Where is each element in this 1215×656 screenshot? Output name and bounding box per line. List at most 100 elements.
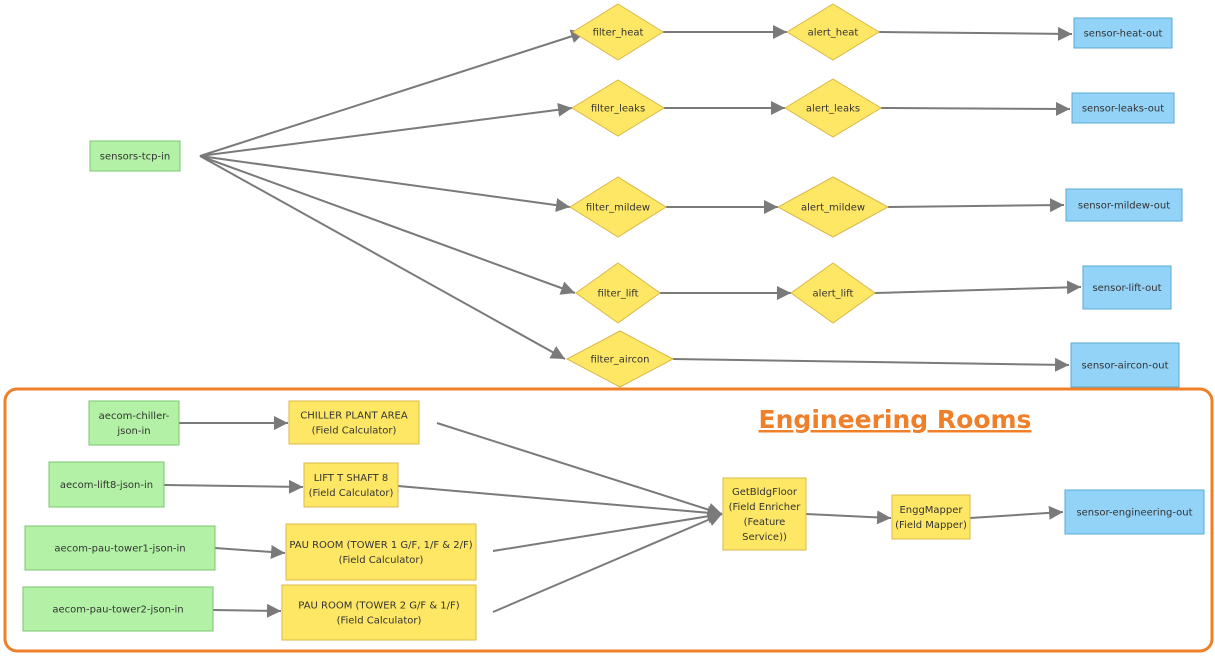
node-sensors-tcp-in[interactable]: sensors-tcp-in bbox=[89, 140, 181, 172]
node-label-line: sensor-leaks-out bbox=[1082, 104, 1164, 115]
node-label-line: Service)) bbox=[742, 532, 787, 543]
node-label-line: GetBldgFloor bbox=[732, 487, 798, 498]
node-label-line: CHILLER PLANT AREA bbox=[300, 411, 408, 422]
edge-sensors-tcp-in-to-filter-leaks bbox=[199, 102, 573, 157]
node-filter-leaks[interactable]: filter_leaks bbox=[571, 79, 665, 137]
node-get-bldg-floor[interactable]: GetBldgFloor (Field Enricher (FeatureServi… bbox=[722, 477, 807, 551]
node-filter-lift[interactable]: filter_lift bbox=[575, 262, 661, 324]
node-label-line: sensor-lift-out bbox=[1092, 283, 1161, 294]
node-filter-aircon[interactable]: filter_aircon bbox=[565, 330, 675, 388]
edge-lift-t-shaft-8-to-get-bldg-floor bbox=[397, 485, 723, 520]
node-label-line: LIFT T SHAFT 8 bbox=[314, 473, 389, 484]
edge-pau-room-tower1-to-get-bldg-floor bbox=[492, 509, 723, 552]
node-label-line: sensor-aircon-out bbox=[1081, 361, 1168, 372]
box-shape bbox=[89, 140, 181, 172]
node-alert-mildew[interactable]: alert_mildew bbox=[776, 176, 890, 238]
edge-sensors-tcp-in-to-filter-mildew bbox=[199, 155, 571, 213]
box-shape bbox=[22, 586, 214, 632]
node-sensor-leaks-out[interactable]: sensor-leaks-out bbox=[1071, 92, 1175, 124]
box-shape bbox=[1070, 342, 1180, 388]
node-sensor-lift-out[interactable]: sensor-lift-out bbox=[1082, 265, 1172, 310]
node-pau-room-tower1[interactable]: PAU ROOM (TOWER 1 G/F, 1/F & 2/F)(Field … bbox=[285, 523, 477, 581]
box-shape bbox=[1064, 489, 1205, 535]
edge-chiller-plant-area-to-get-bldg-floor bbox=[436, 422, 723, 517]
nodes-layer: sensors-tcp-in filter_heat filter_leaksfil… bbox=[22, 3, 1205, 641]
edge-get-bldg-floor-to-engg-mapper bbox=[805, 510, 892, 525]
node-label-line: alert_lift bbox=[813, 289, 854, 300]
node-label-line: sensor-heat-out bbox=[1084, 29, 1163, 40]
box-shape bbox=[285, 523, 477, 581]
edge-alert-heat-to-sensor-heat-out bbox=[878, 26, 1073, 41]
edge-alert-lift-to-sensor-lift-out bbox=[874, 280, 1082, 295]
node-label-line: PAU ROOM (TOWER 2 G/F & 1/F) bbox=[298, 601, 459, 612]
node-aecom-chiller-json-in[interactable]: aecom-chiller-json-in bbox=[88, 400, 180, 446]
node-label-line: (Field Calculator) bbox=[309, 488, 394, 499]
diamond-shape bbox=[565, 330, 675, 388]
node-label-line: aecom-pau-tower2-json-in bbox=[52, 605, 183, 616]
diamond-shape bbox=[784, 78, 882, 138]
box-shape bbox=[1082, 265, 1172, 310]
node-label-line: filter_heat bbox=[593, 28, 644, 39]
node-alert-heat[interactable]: alert_heat bbox=[786, 3, 880, 61]
diamond-shape bbox=[571, 79, 665, 137]
edge-alert-mildew-to-sensor-mildew-out bbox=[887, 198, 1065, 213]
diamond-shape bbox=[790, 262, 876, 324]
diamond-shape bbox=[776, 176, 890, 238]
box-shape bbox=[288, 400, 420, 445]
node-lift-t-shaft-8[interactable]: LIFT T SHAFT 8 (Field Calculator) bbox=[303, 462, 399, 508]
node-label-line: (Field Enricher bbox=[729, 502, 802, 513]
node-aecom-lift8-json-in[interactable]: aecom-lift8-json-in bbox=[48, 461, 165, 508]
node-label-line: alert_leaks bbox=[806, 104, 860, 115]
node-label-line: sensor-engineering-out bbox=[1076, 508, 1192, 519]
edge-aecom-lift8-json-in-to-lift-t-shaft-8 bbox=[163, 479, 304, 494]
edge-aecom-pau-tower2-json-in-to-pau-room-tower2 bbox=[212, 603, 282, 618]
box-shape bbox=[48, 461, 165, 508]
edge-sensors-tcp-in-to-filter-lift bbox=[199, 155, 576, 295]
diamond-shape bbox=[786, 3, 880, 61]
node-aecom-pau-tower2-json-in[interactable]: aecom-pau-tower2-json-in bbox=[22, 586, 214, 632]
node-filter-mildew[interactable]: filter_mildew bbox=[569, 176, 667, 238]
box-shape bbox=[722, 477, 807, 551]
node-alert-leaks[interactable]: alert_leaks bbox=[784, 78, 882, 138]
node-label-line: aecom-lift8-json-in bbox=[60, 480, 153, 491]
diamond-shape bbox=[575, 262, 661, 324]
node-pau-room-tower2[interactable]: PAU ROOM (TOWER 2 G/F & 1/F)(Field Calcu… bbox=[281, 584, 477, 641]
diamond-shape bbox=[569, 176, 667, 238]
node-alert-lift[interactable]: alert_lift bbox=[790, 262, 876, 324]
node-label-line: (Field Mapper) bbox=[895, 520, 967, 531]
node-label-line: aecom-pau-tower1-json-in bbox=[54, 544, 185, 555]
node-label-line: filter_aircon bbox=[590, 355, 649, 366]
box-shape bbox=[1065, 188, 1183, 222]
node-label-line: (Field Calculator) bbox=[339, 555, 424, 566]
node-label-line: alert_heat bbox=[808, 28, 859, 39]
node-label-line: filter_lift bbox=[597, 289, 638, 300]
node-engg-mapper[interactable]: EnggMapper(Field Mapper) bbox=[891, 494, 971, 540]
box-shape bbox=[1073, 17, 1173, 49]
node-filter-heat[interactable]: filter_heat bbox=[572, 3, 664, 61]
box-shape bbox=[281, 584, 477, 641]
node-sensor-heat-out[interactable]: sensor-heat-out bbox=[1073, 17, 1173, 49]
node-label-line: alert_mildew bbox=[801, 203, 865, 214]
box-shape bbox=[891, 494, 971, 540]
edge-pau-room-tower2-to-get-bldg-floor bbox=[492, 513, 723, 613]
node-aecom-pau-tower1-json-in[interactable]: aecom-pau-tower1-json-in bbox=[24, 525, 216, 571]
node-sensor-mildew-out[interactable]: sensor-mildew-out bbox=[1065, 188, 1183, 222]
node-sensor-engineering-out[interactable]: sensor-engineering-out bbox=[1064, 489, 1205, 535]
node-sensor-aircon-out[interactable]: sensor-aircon-out bbox=[1070, 342, 1180, 388]
edge-alert-leaks-to-sensor-leaks-out bbox=[880, 101, 1071, 116]
node-label-line: sensors-tcp-in bbox=[100, 152, 170, 163]
node-label-line: filter_leaks bbox=[591, 104, 645, 115]
node-label-line: json-in bbox=[116, 426, 150, 437]
diamond-shape bbox=[572, 3, 664, 61]
node-label-line: aecom-chiller- bbox=[99, 411, 170, 422]
box-shape bbox=[24, 525, 216, 571]
node-label-line: sensor-mildew-out bbox=[1078, 201, 1170, 212]
edge-sensors-tcp-in-to-filter-heat bbox=[199, 29, 586, 157]
node-chiller-plant-area[interactable]: CHILLER PLANT AREA(Field Calculator) bbox=[288, 400, 420, 445]
engineering-rooms-group bbox=[3, 387, 1214, 653]
edge-sensors-tcp-in-to-filter-aircon bbox=[199, 155, 566, 360]
node-label-line: filter_mildew bbox=[586, 203, 650, 214]
node-label-line: (Feature bbox=[744, 517, 786, 528]
box-shape bbox=[1071, 92, 1175, 124]
